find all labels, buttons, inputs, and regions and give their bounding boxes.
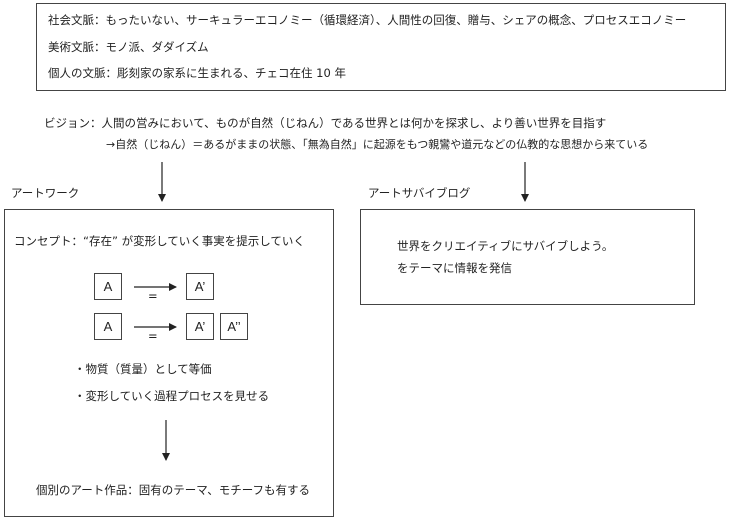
vision-statement: ビジョン：人間の営みにおいて、ものが自然（じねん）である世界とは何かを探求し、よ…	[44, 116, 607, 130]
artwork-heading: アートワーク	[11, 186, 80, 200]
artwork-box	[4, 209, 334, 517]
survival-blog-line2: をテーマに情報を発信	[397, 261, 512, 275]
art-context: 美術文脈：モノ派、ダダイズム	[48, 40, 209, 54]
vision-note: →自然（じねん）＝あるがままの状態、「無為自然」に起源をもつ親鸞や道元などの仏教…	[106, 138, 649, 151]
shape-a-row1: A	[94, 273, 122, 300]
shape-a-row2: A	[94, 313, 122, 340]
shape-a-double-prime-row2: A’’	[220, 313, 248, 340]
survival-blog-box	[360, 209, 695, 305]
equals-row1: =	[148, 289, 158, 303]
personal-context: 個人の文脈：彫刻家の家系に生まれる、チェコ在住 10 年	[48, 66, 346, 80]
artwork-result: 個別のアート作品：固有のテーマ、モチーフも有する	[36, 483, 311, 497]
bullet-equivalent-mass: ・物質（質量）として等価	[74, 362, 212, 376]
shape-a-prime-row2: A’	[186, 313, 214, 340]
equals-row2: =	[148, 329, 158, 343]
shape-a-prime-row1: A’	[186, 273, 214, 300]
context-box	[36, 3, 726, 91]
social-context: 社会文脈：もったいない、サーキュラーエコノミー（循環経済）、人間性の回復、贈与、…	[48, 13, 687, 27]
bullet-show-process: ・変形していく過程プロセスを見せる	[74, 389, 270, 403]
survival-blog-line1: 世界をクリエイティブにサバイブしよう。	[397, 239, 614, 253]
survival-blog-heading: アートサバイブログ	[368, 186, 471, 200]
artwork-concept: コンセプト：“存在” が変形していく事実を提示していく	[14, 234, 305, 248]
